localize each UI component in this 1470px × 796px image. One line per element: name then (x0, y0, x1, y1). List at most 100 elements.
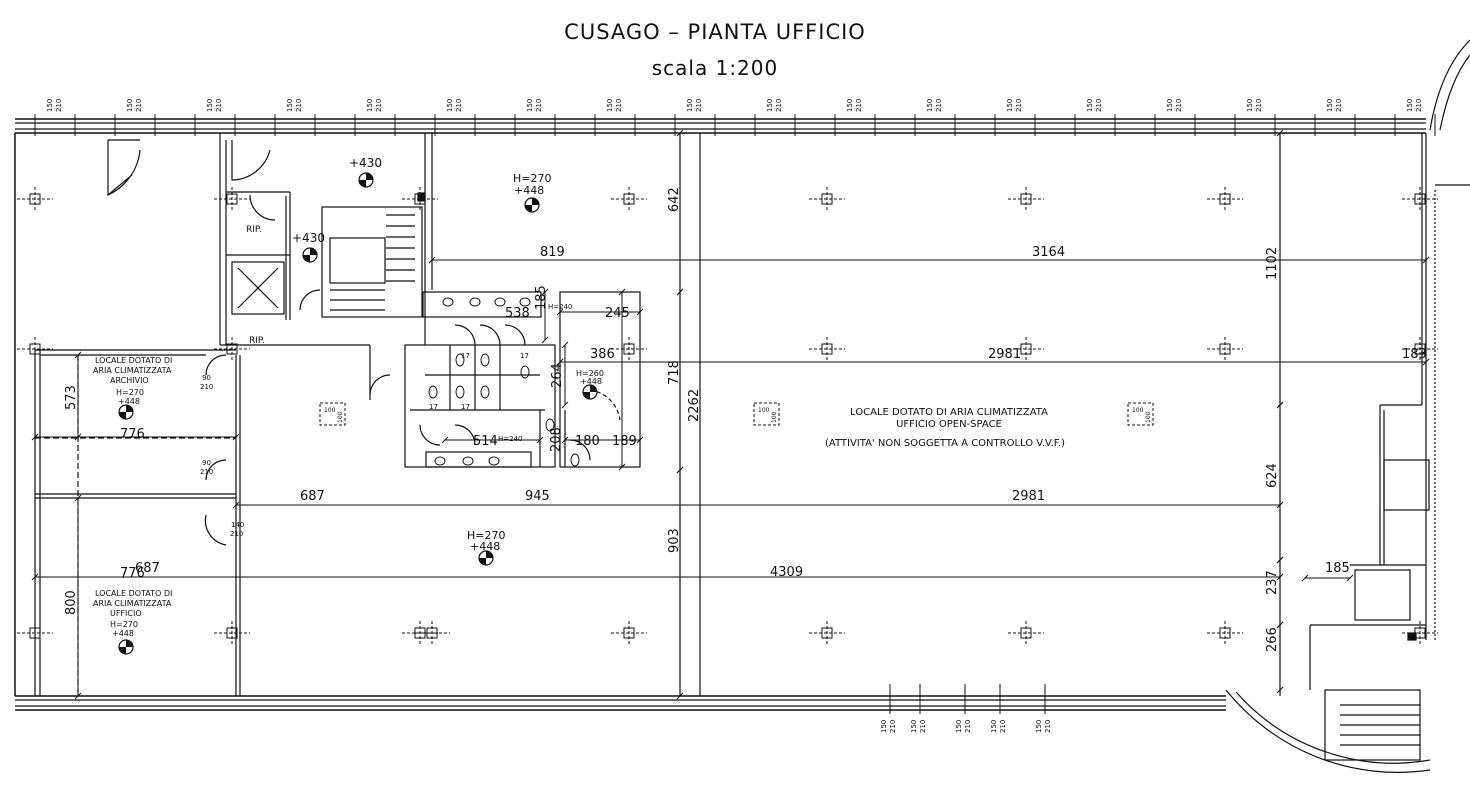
top-facade-wall (15, 118, 1426, 134)
window-size-b-top-4: 150 (1035, 720, 1043, 733)
label-height-240-upper: H=240 (548, 303, 573, 311)
dimension-label: 386 (590, 347, 615, 362)
top-window-marks (34, 114, 1436, 136)
dimension-label: 264 (550, 363, 565, 388)
door-size-height: 210 (230, 530, 243, 538)
window-size-top-16: 150 (1326, 99, 1334, 112)
window-size-bottom-8: 210 (695, 99, 703, 112)
sink-fixture (519, 297, 531, 307)
window-size-top-2: 150 (206, 99, 214, 112)
level-marker-icon (524, 197, 540, 213)
window-size-top-7: 150 (606, 99, 614, 112)
column-marker (17, 621, 53, 645)
sink-fixture (442, 297, 454, 307)
window-size-top-1: 150 (126, 99, 134, 112)
bottom-window-marks (889, 684, 1046, 714)
column-marker (1008, 187, 1044, 211)
dimension-label: 800 (64, 590, 79, 615)
dimension-label: 180 (575, 434, 600, 449)
dimension-label: 183 (1402, 347, 1427, 362)
dimension-label: 245 (605, 306, 630, 321)
window-size-b-bottom-0: 210 (889, 720, 897, 733)
toilet-fixture (428, 385, 438, 399)
window-size-top-0: 150 (46, 99, 54, 112)
window-size-b-bottom-2: 210 (964, 720, 972, 733)
column-marker (1008, 337, 1044, 361)
column-marker (1207, 337, 1243, 361)
sink-fixture (494, 297, 506, 307)
window-size-bottom-4: 210 (375, 99, 383, 112)
room-label-office: LOCALE DOTATO DI (95, 589, 172, 598)
column-marker (1207, 187, 1243, 211)
window-size-top-3: 150 (286, 99, 294, 112)
right-wing (1225, 39, 1470, 773)
column-marker (1207, 621, 1243, 645)
column-marker (809, 621, 845, 645)
window-size-top-5: 150 (446, 99, 454, 112)
dimension-label: 718 (667, 360, 682, 385)
window-size-top-10: 150 (846, 99, 854, 112)
level-marker-icon (358, 172, 374, 188)
dimension-label: 624 (1265, 463, 1280, 488)
stair-core (107, 133, 433, 400)
room-label-open-space: (ATTIVITA' NON SOGGETTA A CONTROLLO V.V.… (825, 438, 1065, 449)
level-marker-icon (118, 404, 134, 420)
level-hall-value: +448 (514, 184, 544, 197)
level-marker-icon (118, 639, 134, 655)
room-label-archive: ARCHIVIO (110, 376, 149, 385)
wc-block (204, 291, 641, 546)
room-label-archive: LOCALE DOTATO DI (95, 356, 172, 365)
column-marker (1402, 337, 1438, 361)
window-size-top-15: 150 (1246, 99, 1254, 112)
dimension-label: 687 (135, 561, 160, 576)
window-size-b-top-3: 150 (990, 720, 998, 733)
toilet-fixture (520, 365, 530, 379)
window-size-top-6: 150 (526, 99, 534, 112)
diffuser-label: 100 (1145, 411, 1152, 423)
label-rip-upper: RIP. (246, 225, 262, 235)
room-label-archive: +448 (118, 397, 140, 406)
toilet-fixture (455, 385, 465, 399)
room-label-office: +448 (112, 629, 134, 638)
level-lower-value: +448 (470, 540, 500, 553)
window-size-bottom-16: 210 (1335, 99, 1343, 112)
diffuser-label: 100 (324, 407, 336, 414)
toilet-fixture (480, 353, 490, 367)
label-height-240-lower: H=240 (498, 435, 523, 443)
column-marker (17, 187, 53, 211)
dimension-label: 538 (505, 306, 530, 321)
window-size-bottom-6: 210 (535, 99, 543, 112)
room-label-office: ARIA CLIMATIZZATA (93, 599, 172, 608)
room-label-open-space: UFFICIO OPEN-SPACE (896, 419, 1002, 430)
dimension-label: 4309 (770, 565, 803, 580)
dimension-label: 208 (549, 427, 564, 452)
toilet-fixture (480, 385, 490, 399)
dimension-lines (31, 129, 1430, 700)
window-size-bottom-11: 210 (935, 99, 943, 112)
window-size-bottom-0: 210 (55, 99, 63, 112)
room-label-archive: ARIA CLIMATIZZATA (93, 366, 172, 375)
window-size-b-bottom-3: 210 (999, 720, 1007, 733)
column-marker (809, 187, 845, 211)
window-size-bottom-14: 210 (1175, 99, 1183, 112)
dimension-label: 2262 (687, 389, 702, 422)
door-size-width: 140 (231, 521, 244, 529)
column-marker (809, 337, 845, 361)
dimension-label: 687 (300, 489, 325, 504)
structural-grid (17, 187, 1438, 645)
dimension-label: 514 (473, 434, 498, 449)
window-size-top-12: 150 (1006, 99, 1014, 112)
window-size-bottom-1: 210 (135, 99, 143, 112)
window-size-b-bottom-4: 210 (1044, 720, 1052, 733)
sink-fixture (462, 456, 474, 466)
window-size-b-bottom-1: 210 (919, 720, 927, 733)
level-lower-height: H=270 (467, 529, 505, 542)
sink-fixture (434, 456, 446, 466)
column-marker (611, 621, 647, 645)
window-size-bottom-17: 210 (1415, 99, 1423, 112)
window-size-bottom-2: 210 (215, 99, 223, 112)
